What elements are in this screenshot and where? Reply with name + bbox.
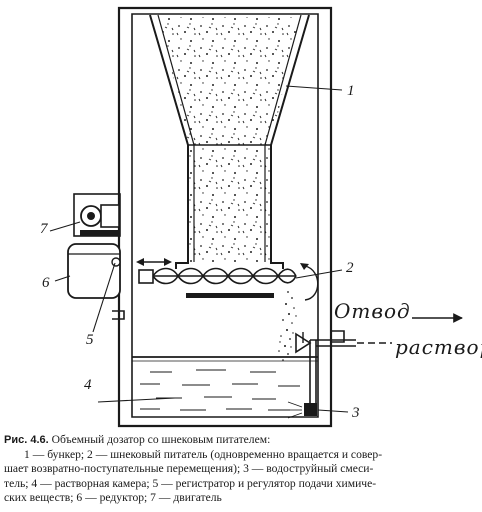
screw-helix-upper: [152, 267, 297, 278]
screw-coupling: [138, 269, 154, 284]
rotation-arrowhead: [300, 263, 309, 270]
label-2: 2: [346, 260, 354, 276]
liquid-hatching: [140, 369, 300, 411]
mixer-pipe: [309, 340, 317, 410]
hopper: [149, 14, 310, 269]
outlet-arrows: [357, 313, 463, 344]
housing-fittings: [112, 310, 345, 343]
label-3: 3: [351, 405, 360, 421]
caption-title-rest: Объемный дозатор со шнековым питателем:: [48, 433, 271, 446]
drive-unit: [67, 193, 121, 299]
caption-line-5: ских веществ; 6 — редуктор; 7 — двигател…: [4, 491, 222, 505]
hopper-fill: [160, 17, 299, 262]
outlet-label-line2: раствора: [395, 335, 482, 359]
label-7: 7: [40, 221, 49, 237]
motor-base: [80, 230, 118, 236]
caption-title: Рис. 4.6.: [4, 434, 49, 446]
solution-chamber: [132, 356, 318, 411]
mixer-spray: [286, 401, 303, 419]
screw-tray: [186, 293, 274, 298]
gear-reducer: [67, 243, 121, 299]
water-jet-mixer: [286, 332, 356, 419]
label-4: 4: [84, 377, 92, 393]
figure-caption: Рис. 4.6. Объемный дозатор со шнековым п…: [4, 433, 478, 506]
leader-lines: [49, 85, 349, 413]
label-5: 5: [86, 332, 94, 348]
register-indicator: [111, 257, 121, 267]
rotation-arrow: [304, 265, 319, 301]
reciprocation-arrowhead-right: [164, 258, 172, 266]
label-6: 6: [42, 275, 50, 291]
mixer-nozzle: [304, 403, 317, 416]
caption-line-3: шает возвратно-поступательные перемещени…: [4, 462, 374, 476]
caption-line-1: Рис. 4.6. Объемный дозатор со шнековым п…: [4, 433, 478, 448]
screw-feeder: [136, 258, 319, 301]
caption-line-4: тель; 4 — растворная камера; 5 — регистр…: [4, 476, 377, 490]
reciprocation-arrowhead-left: [136, 258, 144, 266]
outlet-label-line1: Отвод: [334, 299, 411, 323]
caption-line-2: 1 — бункер; 2 — шнековый питатель (однов…: [24, 447, 383, 461]
falling-stream: [278, 291, 297, 361]
label-1: 1: [347, 83, 355, 99]
motor-body: [100, 204, 120, 228]
screw-helix-lower: [152, 274, 297, 285]
hopper-walls: [149, 14, 310, 269]
dosing-apparatus-diagram: 1 2 3 4 5 6 7 Отвод раствора: [40, 6, 482, 428]
outlet-pipe: [310, 339, 356, 347]
housing-inner-wall: [131, 13, 319, 418]
